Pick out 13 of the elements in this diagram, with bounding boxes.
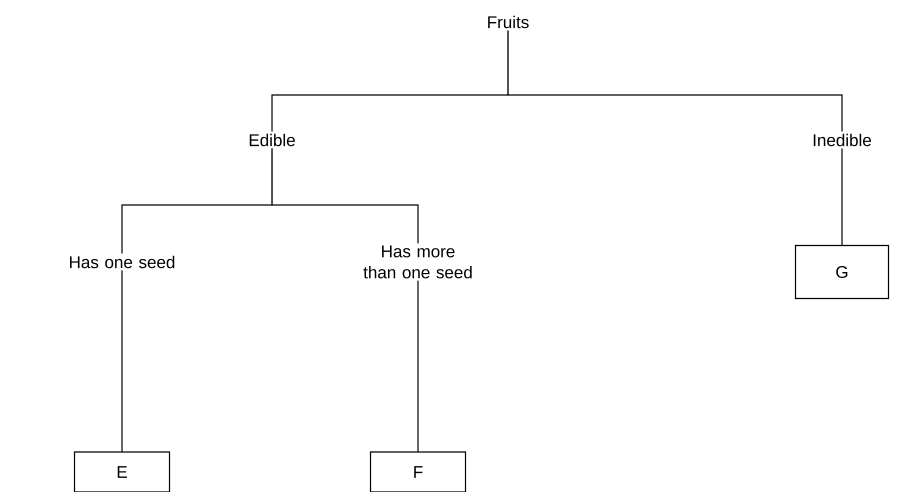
letter-box: E [74, 451, 170, 492]
connector-line [507, 30, 843, 132]
connector-line [271, 148, 419, 244]
category-label: Has one seed [70, 256, 174, 268]
category-label: Has more than one seed [363, 246, 472, 278]
category-label: Edible [250, 134, 295, 146]
category-label: Inedible [814, 134, 871, 146]
letter-box: G [794, 244, 890, 300]
connector-line [121, 270, 123, 452]
category-label: Fruits [488, 16, 529, 28]
connector-line [841, 148, 843, 245]
connector-line [417, 280, 419, 452]
letter-box: F [370, 451, 466, 492]
